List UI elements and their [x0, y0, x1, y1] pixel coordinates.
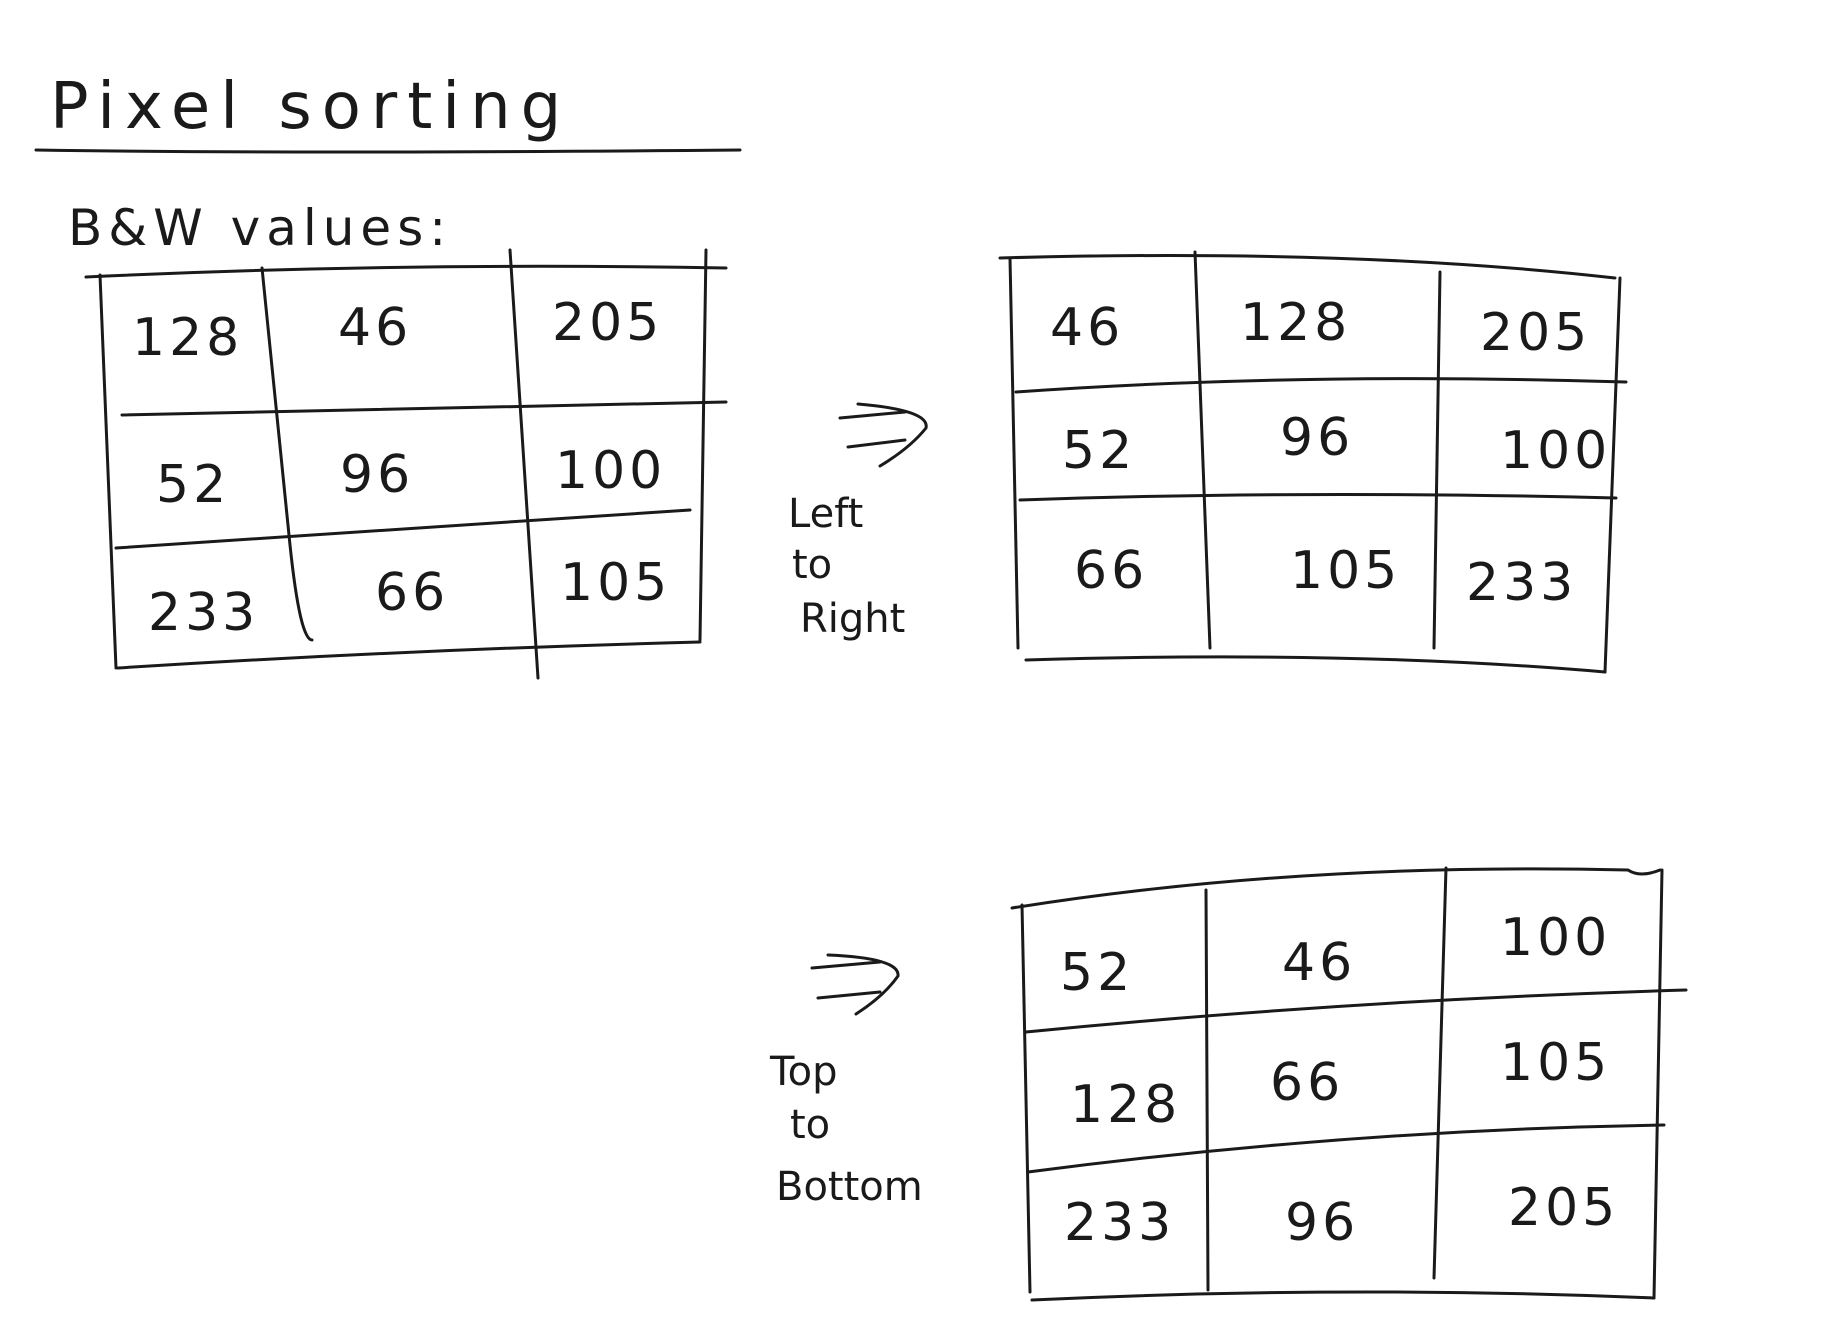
arrow-line	[846, 438, 907, 449]
grid-top-to-bottom: 52 46 100 128 66 105 233 96 205	[1010, 866, 1688, 1302]
grid-cell: 105	[1500, 1033, 1611, 1093]
grid-cell: 46	[1050, 298, 1124, 358]
grid-cell: 128	[1240, 293, 1351, 353]
grid-line	[1008, 256, 1020, 650]
grid-cell: 46	[338, 298, 412, 358]
grid-line	[1652, 868, 1664, 1300]
grid-line	[1024, 655, 1607, 674]
grid-cell: 52	[156, 455, 230, 515]
grid-line	[1603, 276, 1622, 674]
grid-line	[1020, 903, 1032, 1294]
arrow-left-to-right: Left to Right	[788, 402, 928, 642]
grid-cell: 96	[1280, 408, 1354, 468]
arrow-label-line: Top	[769, 1049, 838, 1095]
grid-cell: 100	[555, 441, 666, 501]
grid-cell: 46	[1282, 933, 1356, 993]
grid-cell: 66	[375, 563, 449, 623]
page-title: Pixel sorting	[50, 70, 571, 144]
grid-cell: 96	[340, 445, 414, 505]
grid-line	[1432, 866, 1448, 1280]
grid-cell: 205	[552, 293, 663, 353]
grid-line	[698, 248, 708, 642]
grid-cell: 205	[1480, 303, 1591, 363]
arrow-top-to-bottom: Top to Bottom	[769, 953, 923, 1210]
grid-line	[98, 273, 118, 670]
grid-original: 128 46 205 52 96 100 233 66 105	[84, 248, 728, 680]
grid-line	[84, 264, 728, 279]
grid-cell: 233	[148, 583, 259, 643]
grid-line	[1026, 1123, 1666, 1174]
grid-line	[508, 248, 540, 680]
grid-line	[1204, 888, 1210, 1292]
grid-line	[998, 254, 1617, 280]
arrow-label-line: Right	[800, 596, 905, 642]
arrow-label-line: to	[792, 542, 832, 588]
grid-cell: 66	[1270, 1053, 1344, 1113]
grid-cell: 96	[1285, 1193, 1359, 1253]
grid-line	[1024, 988, 1688, 1034]
grid-line	[120, 400, 728, 417]
grid-cell: 105	[560, 553, 671, 613]
grid-cell: 100	[1500, 908, 1611, 968]
arrow-head	[826, 953, 900, 1016]
arrow-label-line: to	[790, 1102, 830, 1148]
grid-cell: 66	[1074, 541, 1148, 601]
arrow-label-line: Left	[788, 491, 863, 537]
grid-line	[260, 266, 314, 642]
grid-line	[1030, 1290, 1656, 1302]
grid-line	[1014, 377, 1628, 394]
grid-line	[1010, 867, 1662, 910]
grid-cell: 105	[1290, 541, 1401, 601]
title-underline	[34, 148, 742, 154]
grid-cell: 52	[1062, 421, 1136, 481]
arrow-line	[816, 990, 882, 1000]
grid-line	[114, 508, 692, 550]
arrow-line	[810, 960, 882, 970]
grid-cell: 233	[1466, 553, 1577, 613]
grid-cell: 128	[132, 308, 243, 368]
grid-cell: 52	[1060, 943, 1134, 1003]
grid-left-to-right: 46 128 205 52 96 100 66 105 233	[998, 250, 1628, 674]
grid-line	[1193, 250, 1212, 650]
grid-cell: 205	[1508, 1178, 1619, 1238]
grid-cell: 100	[1500, 421, 1611, 481]
arrow-head	[856, 402, 928, 468]
grid-cell: 128	[1070, 1075, 1181, 1135]
grid-line	[116, 640, 702, 670]
arrow-label-line: Bottom	[776, 1164, 923, 1210]
grid-cell: 233	[1064, 1193, 1175, 1253]
grid-line	[1018, 492, 1618, 502]
grid-line	[1432, 270, 1442, 650]
subtitle: B&W values:	[68, 199, 452, 257]
arrow-line	[838, 410, 907, 420]
